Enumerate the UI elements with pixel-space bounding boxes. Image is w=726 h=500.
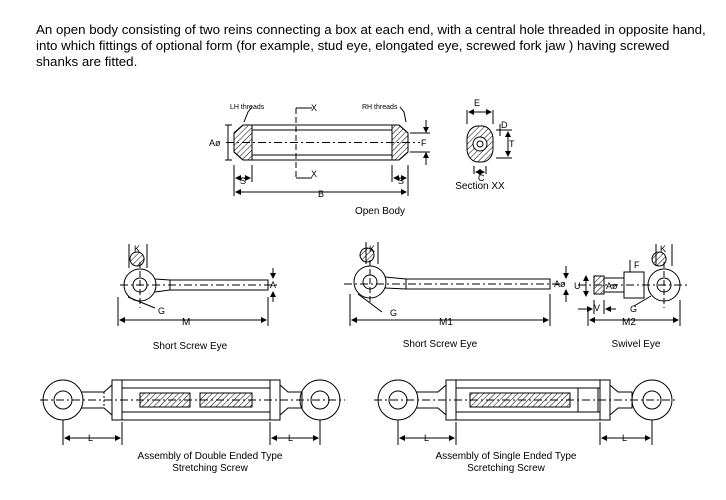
s-left-label: S	[240, 176, 246, 186]
assembly-single-labels: L L	[424, 433, 627, 443]
assembly-double-drawing	[40, 379, 345, 445]
g-dim-label: G	[158, 306, 165, 316]
assembly-single-caption-line1: Assembly of Single Ended Type	[435, 451, 577, 462]
l-left-label: L	[88, 433, 93, 443]
short-screw-eye-labels: K A G M	[134, 244, 276, 328]
assembly-single-caption: Assembly of Single Ended Type Scretching…	[416, 451, 596, 475]
a-dim-label: Aø	[209, 138, 221, 148]
intro-text: An open body consisting of two reins con…	[36, 22, 706, 69]
a-dim-label: A	[270, 280, 276, 290]
assembly-double-caption-line2: Stretching Screw	[172, 463, 248, 474]
l-right-label: L	[288, 433, 293, 443]
short-screw-eye-drawing	[117, 244, 278, 326]
f-dim-label: F	[421, 138, 427, 148]
v-dim-label: V	[594, 303, 600, 313]
assembly-double-caption-line1: Assembly of Double Ended Type	[137, 451, 283, 462]
section-xx-caption: Section XX	[455, 181, 505, 192]
t-dim-label: T	[509, 139, 515, 149]
swivel-eye-labels: K F U Aø V G M2	[574, 244, 666, 328]
swivel-eye-caption: Swivel Eye	[611, 339, 661, 350]
rh-threads-label: RH threads	[362, 104, 398, 111]
section-xx-drawing	[466, 109, 512, 175]
x-bottom-label: X	[311, 169, 317, 179]
a-dim-label: Aø	[606, 281, 618, 291]
m-dim-label: M	[182, 317, 190, 328]
b-dim-label: B	[318, 189, 324, 199]
m2-dim-label: M2	[622, 317, 636, 328]
c-dim-label: C	[478, 173, 485, 183]
open-body-caption: Open Body	[354, 206, 406, 217]
open-body-labels: LH threads RH threads X X Aø F S S B	[209, 103, 427, 199]
short-screw-eye-2-caption: Short Screw Eye	[402, 339, 478, 350]
e-dim-label: E	[474, 98, 480, 108]
short-screw-eye-2-labels: K Aø G M1	[369, 244, 566, 328]
g-dim-label: G	[630, 304, 637, 314]
g-dim-label: G	[390, 308, 397, 318]
assembly-single-drawing	[374, 379, 676, 445]
assembly-double-caption: Assembly of Double Ended Type Stretching…	[120, 451, 300, 475]
f-dim-label: F	[634, 260, 640, 270]
k-dim-label: K	[369, 244, 375, 254]
l-left-label: L	[424, 433, 429, 443]
s-right-label: S	[398, 176, 404, 186]
short-screw-eye-2-drawing	[344, 242, 569, 326]
a-dim-label: Aø	[554, 279, 566, 289]
x-top-label: X	[311, 103, 317, 113]
u-dim-label: U	[574, 281, 581, 291]
open-body-drawing	[225, 106, 430, 196]
l-right-label: L	[622, 433, 627, 443]
assembly-single-caption-line2: Scretching Screw	[467, 463, 545, 474]
m1-dim-label: M1	[439, 317, 453, 328]
d-dim-label: D	[501, 120, 508, 130]
k-dim-label: K	[134, 244, 140, 254]
swivel-eye-drawing	[578, 244, 690, 326]
section-xx-labels: E D T C	[474, 98, 515, 183]
assembly-double-labels: L L	[88, 433, 293, 443]
k-dim-label: K	[660, 244, 666, 254]
short-screw-eye-caption: Short Screw Eye	[152, 341, 228, 352]
lh-threads-label: LH threads	[230, 104, 265, 111]
